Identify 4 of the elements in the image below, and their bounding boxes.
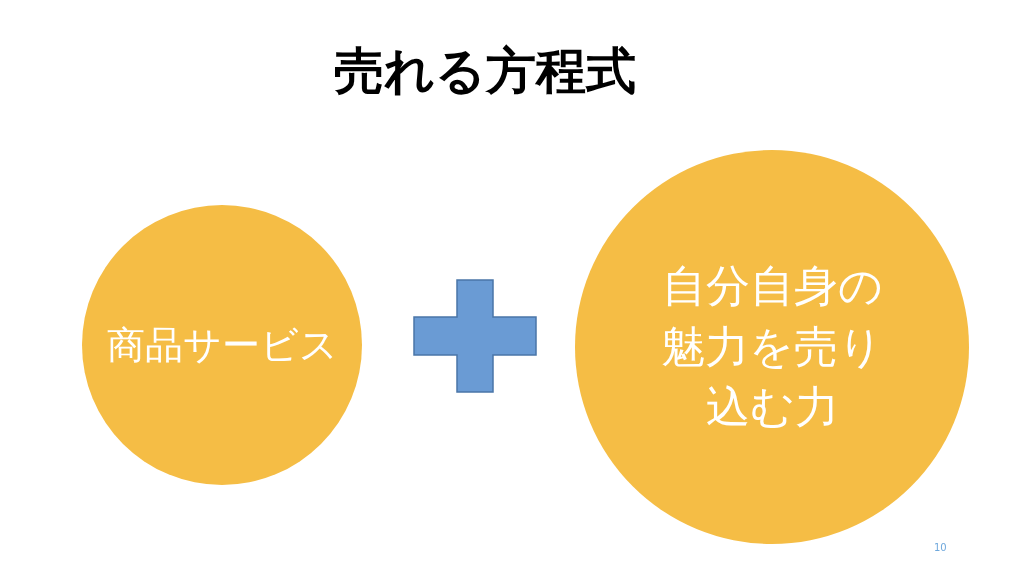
- circle-text: 自分自身の魅力を売り込む力: [660, 259, 884, 435]
- page-number: 10: [934, 541, 947, 555]
- circle-text: 商品サービス: [105, 321, 339, 369]
- title: 売れる方程式: [333, 41, 637, 102]
